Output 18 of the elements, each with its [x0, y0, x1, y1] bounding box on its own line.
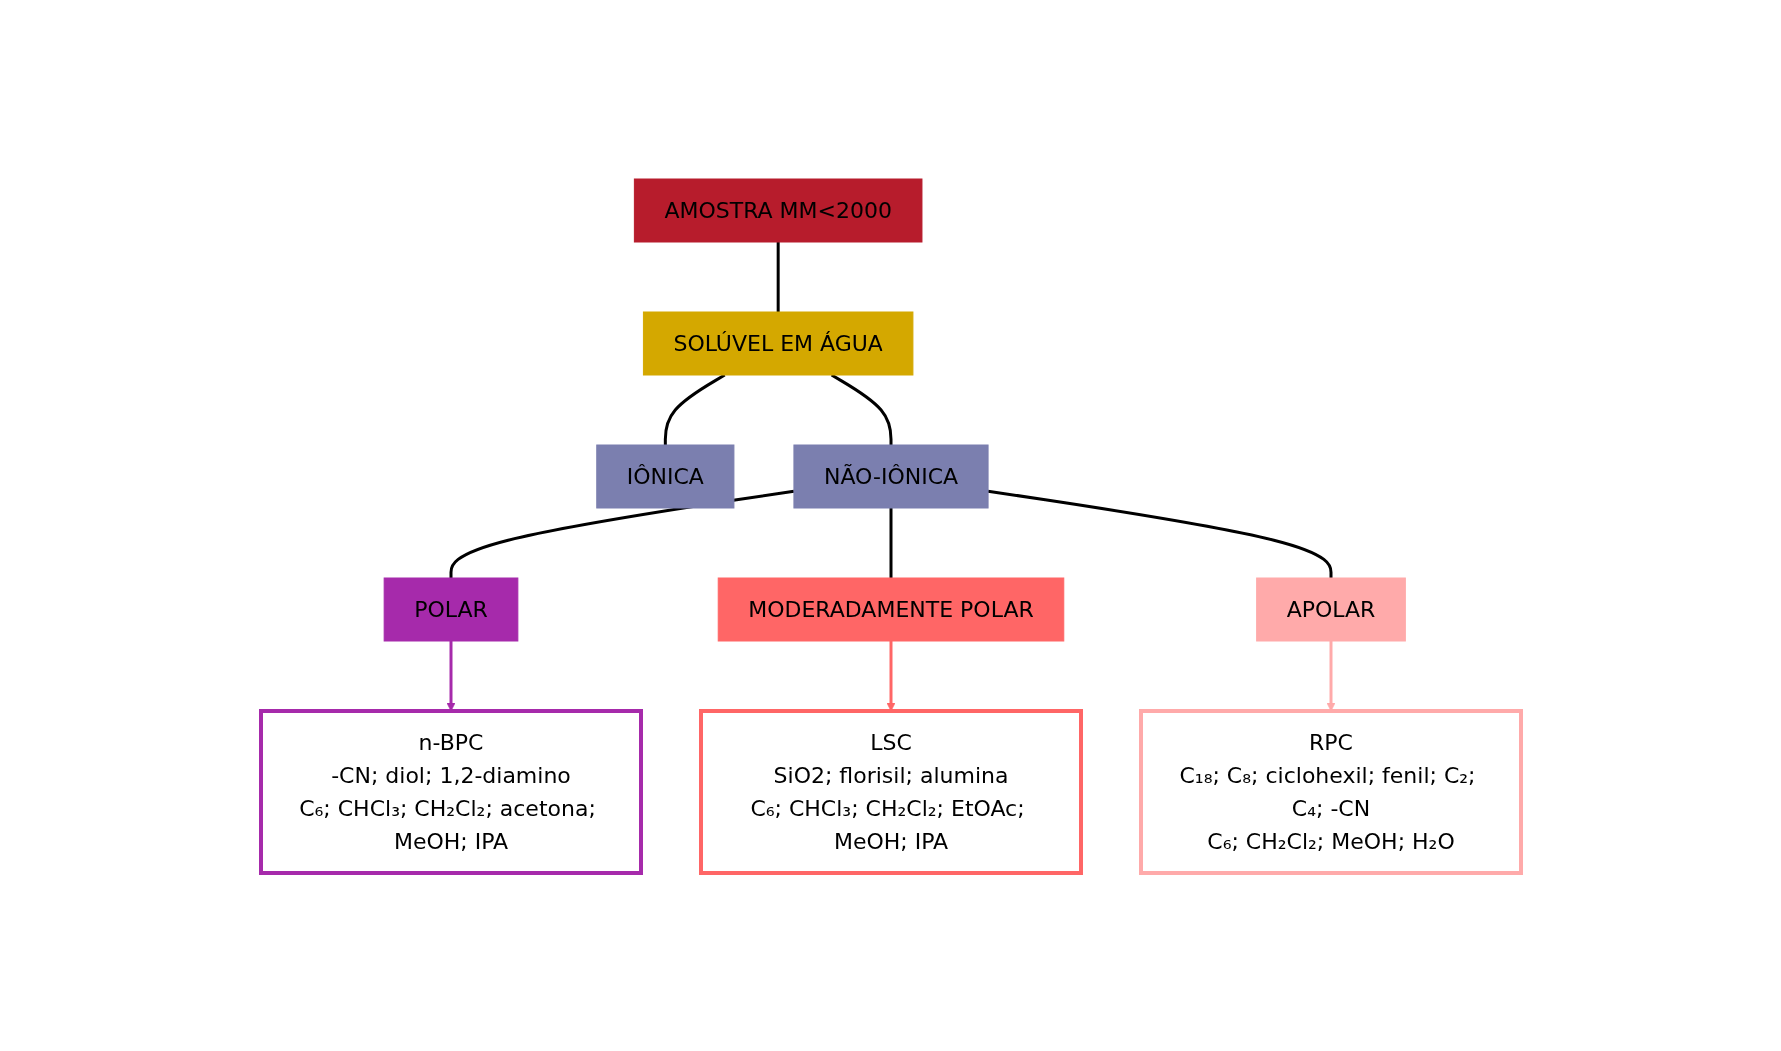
node-box: SOLÚVEL EM ÁGUA [642, 311, 913, 375]
node-box: AMOSTRA MM<2000 [633, 178, 922, 242]
arrow [1326, 640, 1335, 711]
node-box: n-BPC -CN; diol; 1,2-diamino C₆; CHCl₃; CH₂Cl₂; acetona; MeOH; IPA [258, 708, 643, 875]
connector [776, 241, 780, 312]
node-box: APOLAR [1255, 577, 1406, 641]
node-box: POLAR [383, 577, 518, 641]
node-box: RPC C₁₈; C₈; ciclohexil; fenil; C₂; C₄; -CN C₆; CH₂Cl₂; MeOH; H₂O [1138, 708, 1523, 875]
node-box: NÃO-IÔNICA [792, 444, 989, 508]
node-box: IÔNICA [595, 444, 734, 508]
connector [830, 373, 892, 445]
connector [987, 489, 1332, 578]
connector [889, 507, 892, 578]
node-box: LSC SiO2; florisil; alumina C₆; CHCl₃; CH₂Cl₂; EtOAc; MeOH; IPA [698, 708, 1083, 875]
node-box: MODERADAMENTE POLAR [717, 577, 1064, 641]
arrow [446, 640, 455, 711]
connector [663, 373, 725, 445]
arrow [886, 640, 895, 711]
